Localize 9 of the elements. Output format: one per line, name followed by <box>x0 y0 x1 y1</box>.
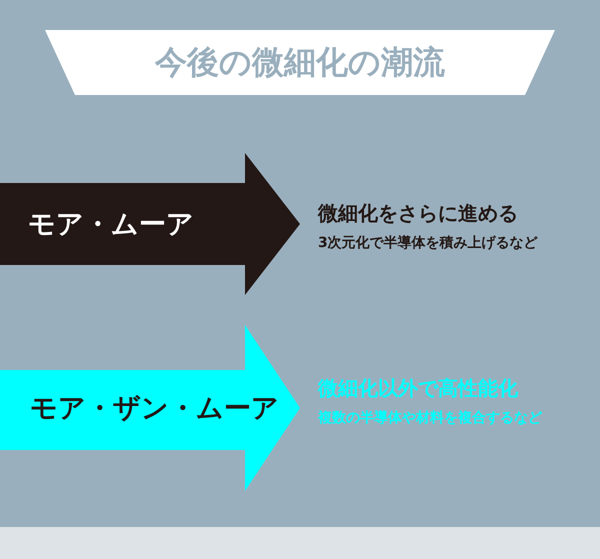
arrow-shape <box>0 153 300 295</box>
description-text: 複数の半導体や材料を複合するなど <box>318 409 542 427</box>
arrow-label: モア・ザン・ムーア <box>30 392 279 426</box>
heading-text: 微細化以外で高性能化 <box>318 375 518 402</box>
title: 今後の微細化の潮流 <box>155 42 445 82</box>
arrow-label: モア・ムーア <box>28 208 194 242</box>
description-text: 3次元化で半導体を積み上げるなど <box>318 234 538 252</box>
arrow-shape <box>0 325 300 491</box>
heading-text: 微細化をさらに進める <box>318 200 518 227</box>
